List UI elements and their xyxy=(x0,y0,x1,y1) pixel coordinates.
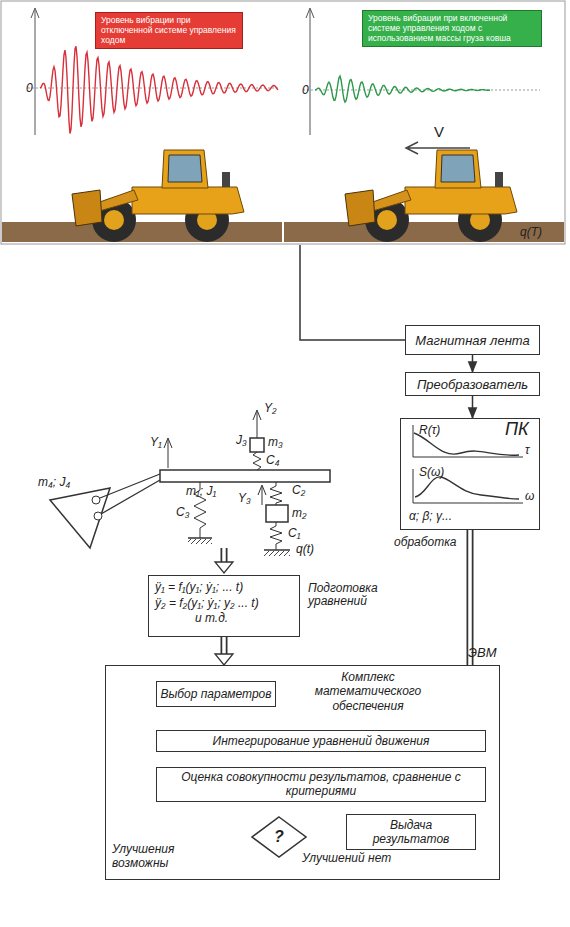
coordinate-label: Y₁ xyxy=(150,436,162,449)
coordinate-arrow xyxy=(253,410,261,438)
mass-label: m₃ xyxy=(268,436,283,449)
process-box: Интегрирование уравнений движения xyxy=(156,730,486,752)
road-profile xyxy=(264,549,290,551)
axis-zero: 0 xyxy=(302,84,309,97)
inertia-label: J₃ xyxy=(236,434,247,447)
loader-image xyxy=(345,150,517,242)
coordinate-arrow xyxy=(258,485,266,505)
node-subtext: τ xyxy=(525,443,530,457)
node-subtext: α; β; γ... xyxy=(409,509,452,523)
node-subtext: S(ω) xyxy=(419,465,444,479)
node-text: Оценка совокупности результатов, сравнен… xyxy=(177,770,465,799)
spring-c1 xyxy=(270,522,282,550)
process-box: Преобразователь xyxy=(405,372,540,396)
legend-box: Уровень вибрации при отключенной системе… xyxy=(95,12,243,49)
computer-label: ЭВМ xyxy=(468,646,497,660)
axis-zero: 0 xyxy=(26,82,33,95)
equations-box: ÿ₁ = f₁(y₁; ẏ₁; ... t)ÿ₂ = f₂(y₁; ẏ₁; y₂… xyxy=(148,575,300,637)
mass-m2 xyxy=(266,505,288,522)
node-text: Выбор параметров xyxy=(160,687,271,701)
node-subtext: ÿ₂ = f₂(y₁; ẏ₁; y₂ ... t) xyxy=(155,596,293,612)
process-box: Выбор параметров xyxy=(156,681,276,707)
node-text: ПК xyxy=(505,419,529,440)
node-text: Преобразователь xyxy=(417,377,528,392)
computer-box: ПК R(τ) τS(ω) ω α; β; γ... xyxy=(400,418,540,530)
ground xyxy=(284,222,564,242)
node-text: Магнитная лента xyxy=(415,333,529,348)
process-box: Магнитная лента xyxy=(405,325,540,355)
node-text: Выдача результатов xyxy=(353,818,469,847)
connector xyxy=(472,355,473,372)
node-text: ÿ₁ = f₁(y₁; ẏ₁; ... t) xyxy=(155,580,293,596)
connector xyxy=(472,396,473,418)
mass-label: m₄; J₄ xyxy=(38,476,70,489)
node-text: Уровень вибрации при отключенной системе… xyxy=(101,16,237,45)
legend-box: Уровень вибрации при включенной системе … xyxy=(362,10,542,47)
spring-c2 xyxy=(270,482,282,505)
linkage xyxy=(100,474,160,514)
edge-label: Улучшений нет xyxy=(300,852,393,866)
stiffness-label: C₄ xyxy=(266,454,279,467)
vibration-wave xyxy=(40,46,278,133)
double-arrow xyxy=(215,547,233,573)
edge-label: Улучшения возможны xyxy=(110,843,214,871)
spring-c4 xyxy=(253,452,261,470)
output-box: Выдача результатов xyxy=(346,814,476,850)
signal-line xyxy=(300,245,405,340)
note: Подготовка уравнений xyxy=(308,582,398,608)
node-text: Уровень вибрации при включенной системе … xyxy=(368,14,536,43)
loader-image xyxy=(72,150,244,242)
decision-diamond: ? xyxy=(251,816,307,858)
node-text: Интегрирование уравнений движения xyxy=(213,734,430,748)
coordinate-label: Y₂ xyxy=(264,402,277,415)
coordinate-label: Y₃ xyxy=(238,492,251,505)
edge-label: обработка xyxy=(392,536,459,550)
connector-line xyxy=(472,355,474,372)
coordinate-arrow xyxy=(164,438,172,468)
input-label: q(t) xyxy=(296,543,314,556)
mass-label: m₂ xyxy=(292,507,307,520)
stiffness-label: C₃ xyxy=(176,506,189,519)
node-subtext: и т.д. xyxy=(155,611,293,627)
node-text: Комплекс математического обеспечения xyxy=(298,670,438,713)
stiffness-label: C₁ xyxy=(288,527,300,540)
velocity-arrow xyxy=(406,142,470,154)
process-box: Оценка совокупности результатов, сравнен… xyxy=(156,767,486,802)
beam-m1 xyxy=(160,470,330,482)
ground-hatch xyxy=(188,539,212,544)
node-text: ? xyxy=(274,828,284,846)
vibration-wave xyxy=(315,76,490,102)
connector-line xyxy=(472,396,474,418)
connector xyxy=(215,636,233,665)
photo-panel xyxy=(1,1,565,244)
node-subtext: R(τ) xyxy=(419,423,440,437)
graph-axis xyxy=(31,8,314,135)
mass-label: m₁; J₁ xyxy=(186,485,216,498)
ground xyxy=(2,222,282,242)
velocity-label: V xyxy=(434,124,444,141)
input-label: q(T) xyxy=(520,226,542,239)
stiffness-label: C₂ xyxy=(292,484,305,497)
mass-m3 xyxy=(250,438,264,452)
node-subtext: ω xyxy=(525,489,534,503)
